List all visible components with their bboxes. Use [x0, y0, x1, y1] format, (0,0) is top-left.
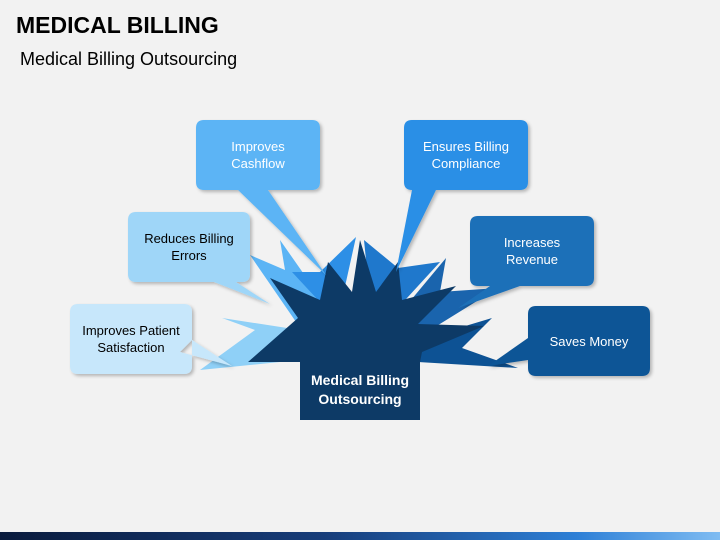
- callout-line2: Satisfaction: [97, 340, 165, 355]
- page-title: MEDICAL BILLING: [16, 12, 219, 38]
- center-line2: Outsourcing: [318, 391, 402, 407]
- callout-improves-patient-satisfaction: [70, 304, 232, 374]
- burst-spike-right-outer: [412, 318, 518, 368]
- callout-bubble: [488, 306, 650, 376]
- callout-line1: Improves: [231, 139, 285, 154]
- callout-bubble: [396, 120, 528, 272]
- callout-reduces-billing-errors: [128, 212, 270, 304]
- callout-line2: Revenue: [505, 252, 559, 267]
- callout-line1: Increases: [503, 235, 561, 250]
- callout-line2: Errors: [171, 248, 207, 263]
- callout-text-saves-money: Saves Money: [528, 306, 650, 376]
- callout-ensures-billing-compliance: [396, 120, 528, 272]
- callout-line1: Saves Money: [549, 333, 629, 349]
- callout-improves-cashflow: [196, 120, 326, 275]
- burst-core: [248, 240, 484, 420]
- callout-bubble: [128, 212, 270, 304]
- callout-line2: Cashflow: [231, 156, 285, 171]
- callout-bubble: [196, 120, 326, 275]
- callout-line1: Improves Patient: [82, 323, 180, 338]
- callout-increases-revenue: [458, 216, 594, 308]
- callout-saves-money: [488, 306, 650, 376]
- center-line1: Medical Billing: [310, 372, 409, 388]
- callout-line2: Compliance: [431, 156, 501, 171]
- starburst: [200, 237, 518, 420]
- callout-bubble: [458, 216, 594, 308]
- callout-line1: Ensures Billing: [423, 139, 509, 154]
- callout-line1: Reduces Billing: [144, 231, 234, 246]
- callout-bubble: [70, 304, 232, 374]
- footer-bar: [0, 532, 720, 540]
- page-subtitle: Medical Billing Outsourcing: [20, 49, 238, 69]
